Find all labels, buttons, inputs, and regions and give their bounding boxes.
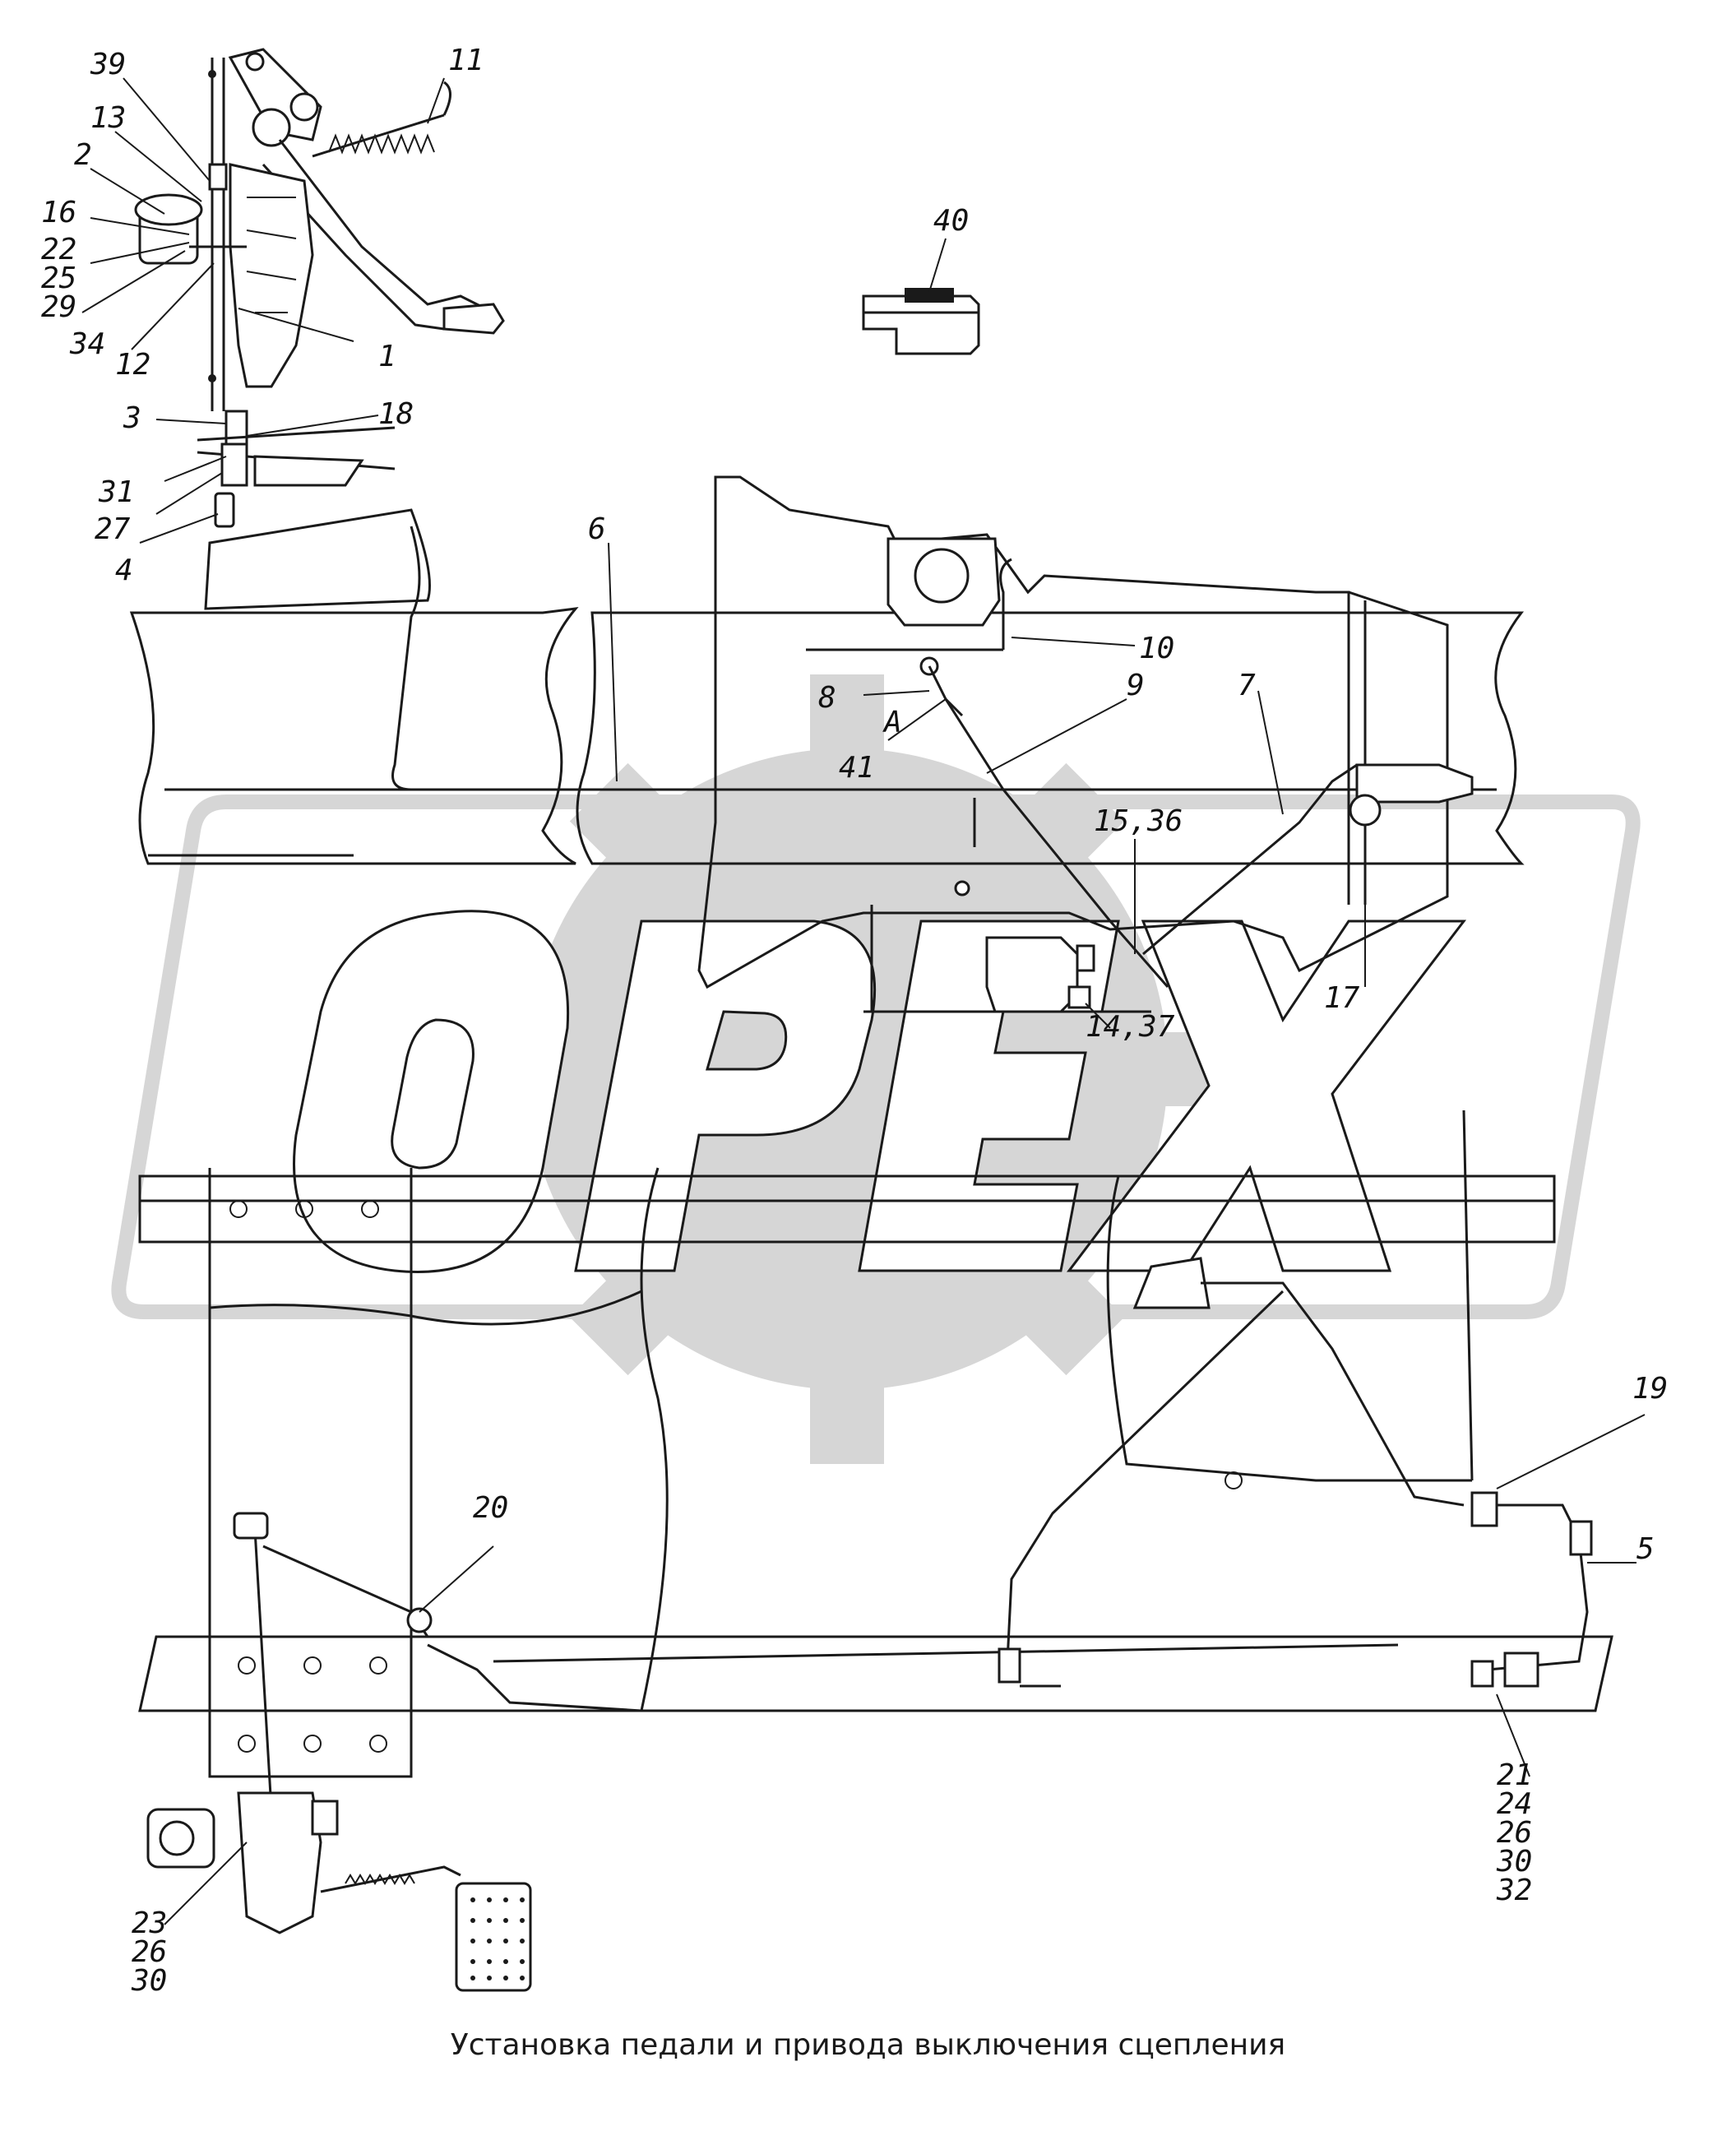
callout-15-36: 15,36 (1094, 804, 1183, 838)
callout-9: 9 (1127, 669, 1145, 702)
callout-18: 18 (378, 397, 414, 431)
callout-16: 16 (41, 196, 76, 229)
watermark (111, 674, 1641, 1464)
callout-22: 22 (41, 233, 76, 266)
callout-32: 32 (1496, 1874, 1532, 1907)
callout-10: 10 (1139, 632, 1174, 665)
callout-40: 40 (933, 204, 969, 238)
callout-2: 2 (74, 138, 92, 172)
callout-11: 11 (448, 44, 484, 77)
callout-26b: 26 (132, 1935, 167, 1969)
callout-34: 34 (69, 327, 105, 361)
callout-19: 19 (1632, 1372, 1668, 1406)
callout-12: 12 (115, 348, 150, 382)
lower-frame (138, 1110, 1613, 1778)
callout-6: 6 (588, 512, 606, 546)
upper-pedal-assembly (134, 48, 505, 528)
callout-30a: 30 (1496, 1845, 1532, 1879)
callout-14-37: 14,37 (1086, 1010, 1175, 1044)
leader-lines (81, 77, 1646, 1925)
callout-5: 5 (1636, 1532, 1655, 1566)
diagram-caption: Установка педали и привода выключения сц… (450, 2028, 1286, 2062)
callout-30b: 30 (131, 1964, 167, 1998)
callout-24: 24 (1497, 1787, 1532, 1821)
callouts: 39 13 2 16 22 25 29 34 12 1 11 3 18 31 2… (41, 44, 1668, 1998)
clutch-housing (697, 475, 1474, 1013)
detail-40 (862, 288, 980, 355)
callout-17: 17 (1324, 981, 1360, 1015)
callout-21: 21 (1497, 1758, 1532, 1792)
callout-39: 39 (90, 48, 126, 81)
callout-3: 3 (123, 401, 141, 435)
callout-4: 4 (115, 554, 133, 587)
callout-26a: 26 (1497, 1816, 1532, 1850)
callout-29: 29 (41, 290, 76, 324)
watermark-frame (111, 794, 1641, 1319)
callout-27: 27 (95, 512, 131, 546)
callout-20: 20 (473, 1491, 508, 1525)
callout-8: 8 (818, 681, 836, 715)
callout-13: 13 (90, 101, 126, 135)
callout-7: 7 (1238, 669, 1256, 702)
callout-41: 41 (839, 751, 874, 785)
pedal-pad-texture (470, 1897, 525, 1980)
upper-frame-rail (129, 508, 1525, 865)
callout-A: А (882, 706, 902, 739)
callout-1: 1 (378, 340, 396, 373)
lower-pedal-assembly (146, 1512, 642, 1992)
callout-31: 31 (98, 475, 134, 509)
callout-25: 25 (41, 262, 76, 295)
callout-23: 23 (132, 1906, 167, 1940)
